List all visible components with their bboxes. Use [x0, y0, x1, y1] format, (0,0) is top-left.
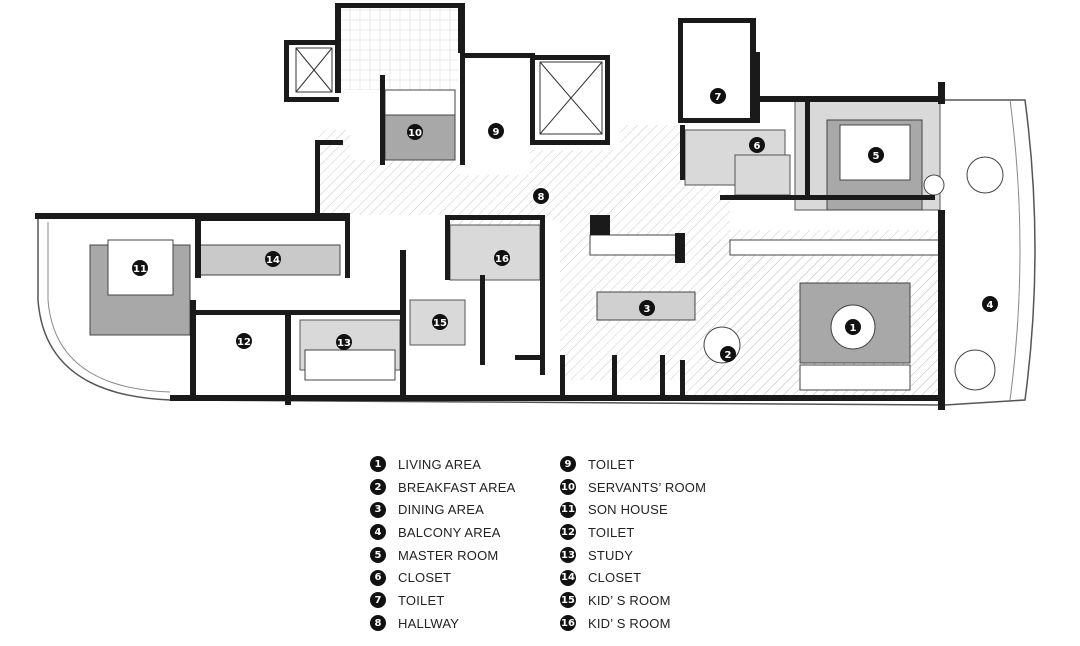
legend-number: 7	[370, 592, 386, 609]
legend-label: LIVING AREA	[398, 456, 482, 472]
legend-item: 3 DINING AREA	[370, 498, 515, 521]
legend-number: 9	[560, 456, 576, 473]
legend-number: 11	[560, 501, 576, 518]
legend-item: 10 SERVANTS’ ROOM	[560, 476, 706, 499]
walls	[35, 3, 945, 410]
svg-text:9: 9	[493, 127, 500, 138]
legend-item: 1 LIVING AREA	[370, 453, 515, 476]
room-badge-11: 11	[132, 260, 148, 276]
legend-item: 16 KID’ S ROOM	[560, 612, 706, 635]
svg-text:12: 12	[237, 337, 251, 348]
legend-item: 13 STUDY	[560, 544, 706, 567]
room-badge-1: 1	[845, 319, 861, 335]
legend-item: 2 BREAKFAST AREA	[370, 476, 515, 499]
legend-number: 13	[560, 547, 576, 564]
legend-label: SON HOUSE	[588, 502, 668, 518]
elevator-shafts	[295, 47, 603, 135]
legend-label: BALCONY AREA	[398, 524, 501, 540]
room-badges: 1 2 3 4 5 6 7 8 9 10 11 12 13 14 15 16	[132, 88, 998, 362]
legend-label: CLOSET	[588, 570, 642, 586]
legend-label: SERVANTS’ ROOM	[588, 479, 707, 495]
svg-text:14: 14	[266, 255, 280, 266]
svg-text:7: 7	[715, 92, 722, 103]
legend-number: 10	[560, 479, 576, 496]
room-badge-14: 14	[265, 251, 281, 267]
legend-number: 1	[370, 456, 386, 473]
legend-item: 14 CLOSET	[560, 566, 706, 589]
legend-number: 6	[370, 569, 386, 586]
floor-plan: 1 2 3 4 5 6 7 8 9 10 11 12 13 14 15 16	[35, 3, 1036, 410]
legend-label: BREAKFAST AREA	[398, 479, 516, 495]
legend-number: 2	[370, 479, 386, 496]
svg-text:16: 16	[495, 254, 509, 265]
legend-number: 8	[370, 615, 386, 632]
room-badge-3: 3	[639, 300, 655, 316]
legend-item: 5 MASTER ROOM	[370, 544, 515, 567]
balcony-outline	[944, 99, 1036, 406]
legend-label: KID’ S ROOM	[588, 615, 671, 631]
legend-number: 5	[370, 547, 386, 564]
svg-text:15: 15	[433, 318, 447, 329]
legend-label: HALLWAY	[398, 615, 460, 631]
legend-label: STUDY	[588, 547, 634, 563]
room-badge-4: 4	[982, 296, 998, 312]
kitchen-tiles	[340, 8, 458, 90]
svg-text:2: 2	[725, 350, 732, 361]
legend-label: TOILET	[588, 524, 635, 540]
room-badge-5: 5	[868, 147, 884, 163]
room-badge-9: 9	[488, 123, 504, 139]
room-badge-10: 10	[407, 124, 423, 140]
svg-text:5: 5	[873, 151, 880, 162]
legend-label: DINING AREA	[398, 502, 484, 518]
legend-number: 14	[560, 569, 576, 586]
legend-label: CLOSET	[398, 570, 452, 586]
legend-number: 3	[370, 501, 386, 518]
svg-text:10: 10	[408, 128, 422, 139]
legend-column-1: 1 LIVING AREA 2 BREAKFAST AREA 3 DINING ARE…	[370, 453, 515, 635]
legend-item: 6 CLOSET	[370, 566, 515, 589]
svg-text:3: 3	[644, 304, 651, 315]
svg-text:8: 8	[538, 192, 545, 203]
gray-areas	[199, 99, 941, 371]
legend-item: 4 BALCONY AREA	[370, 521, 515, 544]
svg-text:1: 1	[850, 323, 857, 334]
legend-item: 11 SON HOUSE	[560, 498, 706, 521]
svg-text:11: 11	[133, 264, 147, 275]
legend-item: 15 KID’ S ROOM	[560, 589, 706, 612]
room-badge-2: 2	[720, 346, 736, 362]
legend-label: TOILET	[588, 456, 635, 472]
legend-label: MASTER ROOM	[398, 547, 499, 563]
left-curved-wall	[37, 218, 946, 406]
room-badge-7: 7	[710, 88, 726, 104]
legend-item: 12 TOILET	[560, 521, 706, 544]
legend-number: 16	[560, 615, 576, 632]
legend-label: KID’ S ROOM	[588, 592, 671, 608]
furniture	[89, 89, 1004, 391]
legend-number: 4	[370, 524, 386, 541]
legend-item: 8 HALLWAY	[370, 612, 515, 635]
room-badge-6: 6	[749, 137, 765, 153]
legend-label: TOILET	[398, 592, 445, 608]
legend-number: 12	[560, 524, 576, 541]
room-badge-8: 8	[533, 188, 549, 204]
legend-item: 7 TOILET	[370, 589, 515, 612]
svg-text:13: 13	[337, 338, 351, 349]
room-badge-13: 13	[336, 334, 352, 350]
room-badge-15: 15	[432, 314, 448, 330]
svg-text:4: 4	[987, 300, 994, 311]
room-badge-12: 12	[236, 333, 252, 349]
legend-item: 9 TOILET	[560, 453, 706, 476]
room-badge-16: 16	[494, 250, 510, 266]
legend-number: 15	[560, 592, 576, 609]
svg-text:6: 6	[754, 141, 761, 152]
